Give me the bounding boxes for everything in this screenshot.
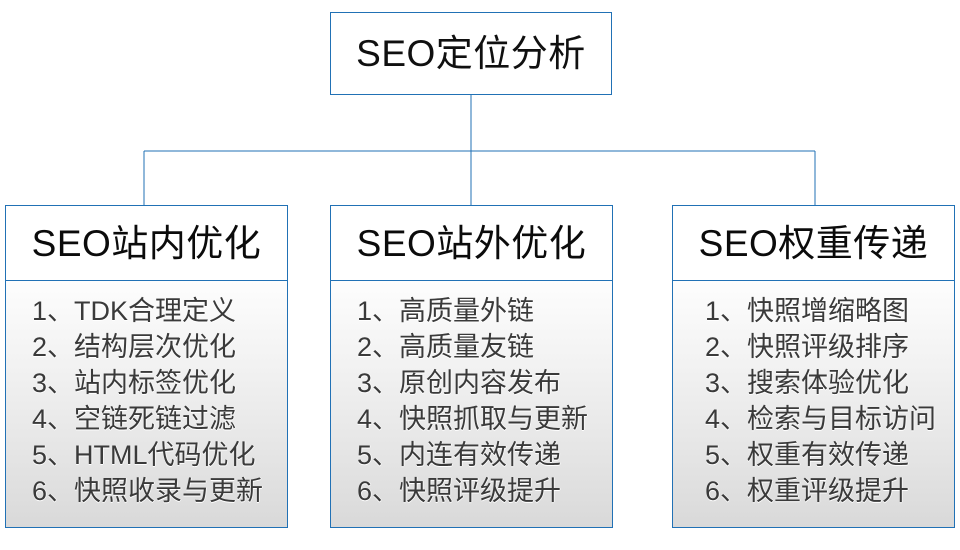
branch-column-1: SEO站内优化 1、TDK合理定义 2、结构层次优化 3、站内标签优化 4、空链… <box>5 205 288 528</box>
list-item: 3、站内标签优化 <box>32 367 237 398</box>
list-item: 1、TDK合理定义 <box>32 295 237 326</box>
list-item: 4、检索与目标访问 <box>705 403 937 434</box>
list-item: 2、结构层次优化 <box>32 331 237 362</box>
list-item: 6、快照评级提升 <box>357 475 562 506</box>
branch-header-label-2: SEO站外优化 <box>356 222 587 264</box>
branch-body-3: 1、快照增缩略图 2、快照评级排序 3、搜索体验优化 4、检索与目标访问 5、权… <box>672 279 955 528</box>
list-item: 6、快照收录与更新 <box>32 475 264 506</box>
list-item: 1、高质量外链 <box>357 295 535 326</box>
branch-column-2: SEO站外优化 1、高质量外链 2、高质量友链 3、原创内容发布 4、快照抓取与… <box>330 205 613 528</box>
list-item: 3、原创内容发布 <box>357 367 562 398</box>
branch-column-3: SEO权重传递 1、快照增缩略图 2、快照评级排序 3、搜索体验优化 4、检索与… <box>672 205 955 528</box>
list-item: 5、内连有效传递 <box>357 439 562 470</box>
list-item: 4、空链死链过滤 <box>32 403 237 434</box>
branch-list-1: 1、TDK合理定义 2、结构层次优化 3、站内标签优化 4、空链死链过滤 5、H… <box>6 293 263 509</box>
list-item: 5、HTML代码优化 <box>32 439 256 470</box>
branch-body-1: 1、TDK合理定义 2、结构层次优化 3、站内标签优化 4、空链死链过滤 5、H… <box>5 279 288 528</box>
list-item: 4、快照抓取与更新 <box>357 403 589 434</box>
list-item: 2、快照评级排序 <box>705 331 910 362</box>
branch-list-3: 1、快照增缩略图 2、快照评级排序 3、搜索体验优化 4、检索与目标访问 5、权… <box>673 293 936 509</box>
branch-header-3[interactable]: SEO权重传递 <box>672 205 955 281</box>
branch-header-label-1: SEO站内优化 <box>31 222 262 264</box>
branch-header-1[interactable]: SEO站内优化 <box>5 205 288 281</box>
list-item: 1、快照增缩略图 <box>705 295 910 326</box>
branch-header-label-3: SEO权重传递 <box>698 222 929 264</box>
branch-list-2: 1、高质量外链 2、高质量友链 3、原创内容发布 4、快照抓取与更新 5、内连有… <box>331 293 588 509</box>
list-item: 2、高质量友链 <box>357 331 535 362</box>
root-node-label: SEO定位分析 <box>356 33 586 74</box>
list-item: 6、权重评级提升 <box>705 475 910 506</box>
root-node[interactable]: SEO定位分析 <box>330 12 612 95</box>
list-item: 5、权重有效传递 <box>705 439 910 470</box>
list-item: 3、搜索体验优化 <box>705 367 910 398</box>
branch-header-2[interactable]: SEO站外优化 <box>330 205 613 281</box>
branch-body-2: 1、高质量外链 2、高质量友链 3、原创内容发布 4、快照抓取与更新 5、内连有… <box>330 279 613 528</box>
